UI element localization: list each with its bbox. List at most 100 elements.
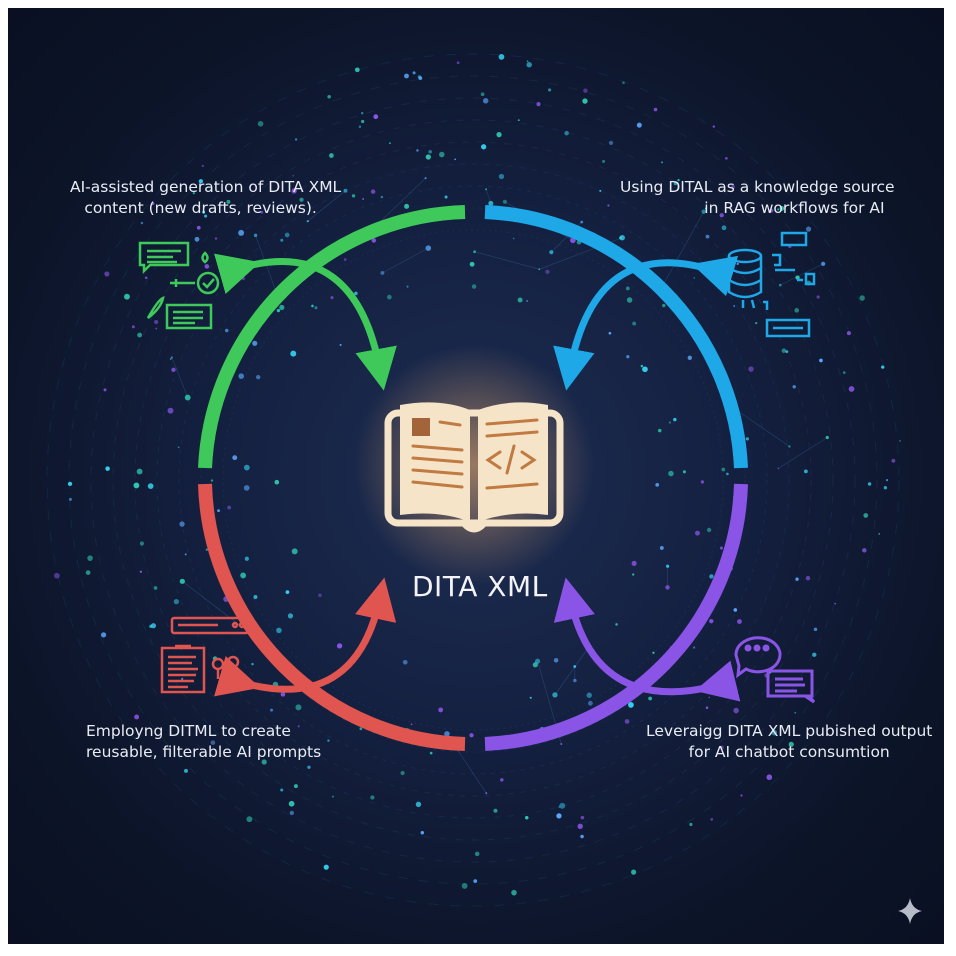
network-node (517, 297, 523, 303)
network-node (480, 92, 485, 97)
network-node (719, 745, 724, 750)
network-node (548, 88, 552, 92)
network-node (184, 394, 191, 401)
network-node (105, 466, 110, 471)
network-node (87, 555, 93, 561)
network-node (323, 864, 329, 870)
network-node (429, 751, 433, 755)
network-node (705, 706, 709, 710)
network-node (173, 599, 180, 605)
network-node (192, 191, 196, 195)
network-node (155, 327, 158, 330)
network-node (779, 205, 785, 211)
network-node (704, 207, 707, 210)
network-node (777, 208, 780, 211)
network-node (608, 140, 614, 146)
network-node (493, 808, 498, 813)
network-node (599, 189, 602, 192)
open-book-code-icon (354, 345, 594, 585)
network-node (694, 530, 700, 536)
network-node (425, 245, 432, 251)
network-node (899, 440, 901, 442)
sparkle-icon (898, 898, 922, 924)
network-link (732, 407, 790, 447)
network-node (748, 366, 754, 372)
network-node (153, 586, 158, 590)
cycle-diagram (138, 205, 922, 924)
label-line: Leveraigg DITA XML pubished output (646, 722, 933, 740)
network-node (622, 81, 625, 84)
network-node (498, 173, 505, 180)
network-node (238, 229, 245, 236)
network-node (526, 61, 532, 68)
network-node (280, 238, 284, 242)
network-node (139, 541, 145, 546)
center-title: DITA XML (412, 570, 548, 603)
arrow-purple (553, 577, 741, 702)
orbit-ring (200, 207, 746, 753)
label-line: in RAG workflows for AI (704, 199, 885, 217)
network-node (794, 711, 797, 714)
network-node (805, 575, 811, 581)
network-node (361, 112, 364, 115)
network-node (816, 295, 820, 299)
network-node (655, 482, 660, 487)
network-node (745, 437, 749, 441)
network-node (473, 250, 476, 254)
orbit-ring (134, 141, 812, 819)
label-line: reusable, filterable AI prompts (86, 743, 322, 761)
network-node (140, 221, 144, 225)
network-node (104, 271, 110, 277)
network-node (179, 578, 185, 584)
network-node (204, 264, 210, 269)
network-node (293, 784, 298, 789)
network-node (243, 485, 250, 491)
network-node (184, 553, 187, 556)
network-node (813, 627, 818, 632)
network-node (454, 158, 456, 161)
network-node (502, 199, 507, 204)
network-node (280, 788, 284, 792)
network-node (137, 332, 143, 338)
network-node (210, 740, 216, 745)
network-node (284, 232, 290, 238)
network-node (733, 707, 739, 714)
network-link (171, 357, 189, 398)
network-node (400, 770, 405, 776)
network-node (602, 160, 605, 163)
network-node (416, 149, 419, 152)
network-node (577, 823, 583, 830)
network-node (274, 479, 280, 485)
network-node (370, 795, 375, 800)
network-node (292, 174, 295, 177)
network-node (848, 386, 855, 392)
network-node (545, 269, 550, 274)
network-node (227, 505, 232, 510)
network-node (425, 154, 431, 160)
network-node (653, 107, 658, 112)
network-node (485, 188, 487, 191)
network-node (677, 178, 680, 182)
network-node (150, 623, 157, 629)
network-node (795, 275, 800, 280)
network-node (420, 831, 425, 835)
network-link (780, 263, 824, 286)
network-node (792, 385, 796, 389)
network-node (859, 295, 865, 301)
network-node (538, 268, 541, 271)
network-node (361, 119, 365, 124)
prompt-clipboard-icon (160, 616, 250, 694)
network-node (136, 468, 143, 475)
network-node (246, 816, 253, 823)
network-node (295, 704, 302, 711)
network-node (331, 795, 334, 798)
network-node (712, 125, 715, 128)
network-node (580, 220, 584, 224)
orbit-ring (46, 53, 900, 907)
network-node (488, 200, 494, 206)
network-link (778, 437, 828, 469)
network-node (184, 768, 188, 773)
network-node (795, 577, 799, 581)
network-node (891, 458, 896, 463)
network-node (740, 794, 743, 797)
